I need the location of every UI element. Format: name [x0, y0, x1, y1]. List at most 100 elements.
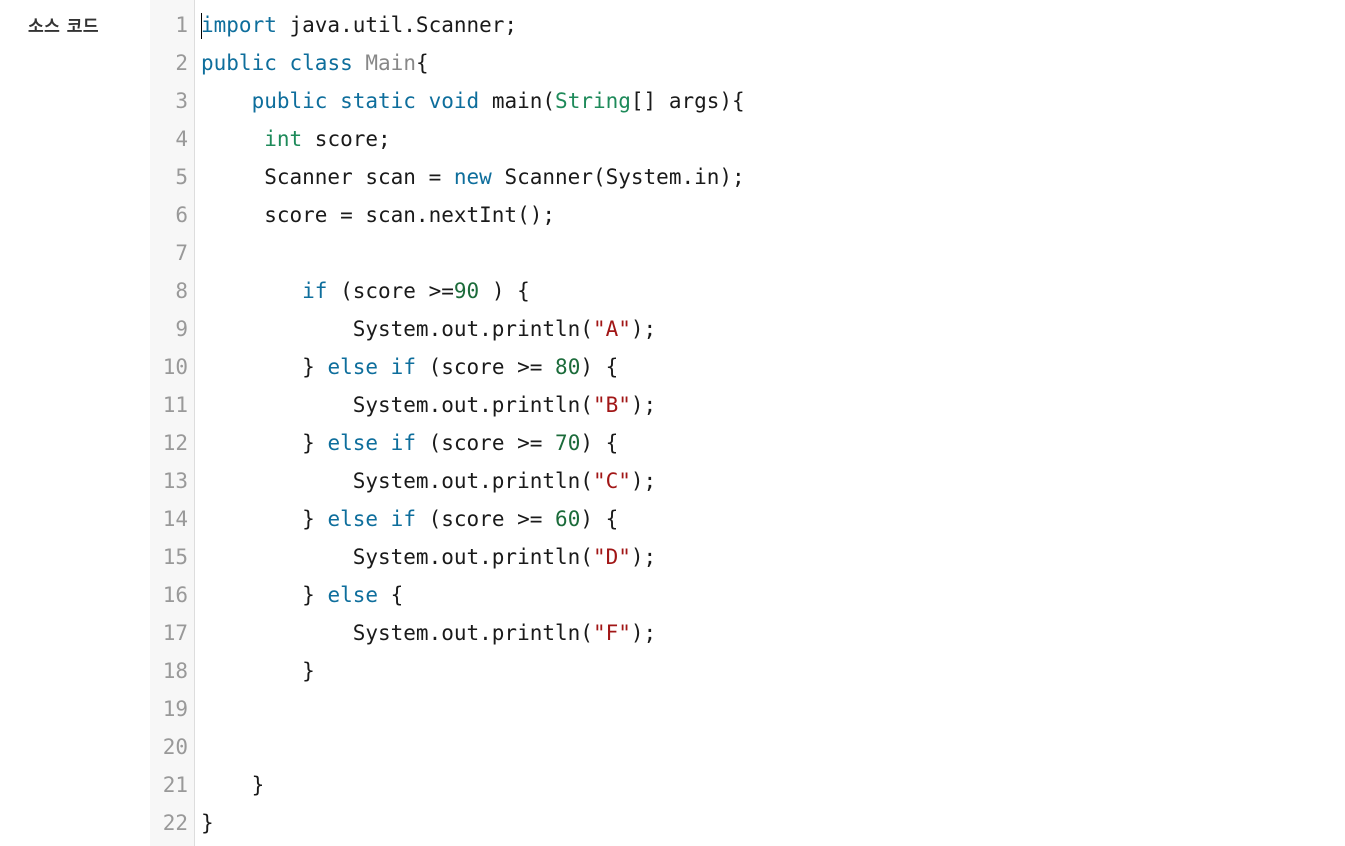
code-token: ) { — [580, 355, 619, 379]
section-label: 소스 코드 — [28, 17, 99, 37]
code-line[interactable]: 21 } — [150, 766, 1345, 804]
code-line[interactable]: 16 } else { — [150, 576, 1345, 614]
line-code[interactable]: } — [201, 652, 315, 690]
code-line[interactable]: 10 } else if (score >= 80) { — [150, 348, 1345, 386]
code-token: ); — [630, 545, 657, 569]
code-token: System.out.println( — [201, 469, 593, 493]
code-line[interactable]: 19 — [150, 690, 1345, 728]
line-code[interactable]: import java.util.Scanner; — [201, 6, 517, 44]
code-token — [277, 51, 290, 75]
code-line[interactable]: 2 public class Main{ — [150, 44, 1345, 82]
code-token: } — [201, 773, 265, 797]
line-code[interactable]: } — [201, 804, 214, 842]
code-token: } — [201, 811, 214, 835]
line-number: 22 — [162, 811, 188, 835]
line-code[interactable]: System.out.println("B"); — [201, 386, 656, 424]
line-number: 3 — [175, 89, 188, 113]
code-line[interactable]: 6 score = scan.nextInt(); — [150, 196, 1345, 234]
code-token — [201, 127, 264, 151]
line-code[interactable]: System.out.println("C"); — [201, 462, 656, 500]
code-token: public — [251, 89, 328, 113]
code-token: 60 — [555, 507, 581, 531]
line-code[interactable]: } — [201, 766, 265, 804]
code-token: } — [201, 431, 328, 455]
line-number: 9 — [175, 317, 188, 341]
code-line[interactable]: 20 — [150, 728, 1345, 766]
line-code[interactable]: public static void main(String[] args){ — [201, 82, 745, 120]
code-line[interactable]: 13 System.out.println("C"); — [150, 462, 1345, 500]
line-code[interactable]: } else { — [201, 576, 403, 614]
line-code[interactable]: Scanner scan = new Scanner(System.in); — [201, 158, 745, 196]
code-token: else — [327, 583, 379, 607]
code-token: [] args){ — [630, 89, 745, 113]
line-code[interactable]: System.out.println("F"); — [201, 614, 656, 652]
code-line[interactable]: 15 System.out.println("D"); — [150, 538, 1345, 576]
line-number: 13 — [162, 469, 188, 493]
code-line[interactable]: 12 } else if (score >= 70) { — [150, 424, 1345, 462]
line-number: 17 — [162, 621, 188, 645]
line-number: 2 — [175, 51, 188, 75]
code-token: 90 — [453, 279, 480, 303]
line-code[interactable]: int score; — [201, 120, 390, 158]
code-token: (score >= — [415, 355, 556, 379]
code-token: 80 — [555, 355, 581, 379]
code-token: ); — [630, 469, 657, 493]
code-token: ) { — [580, 507, 619, 531]
code-token — [378, 355, 391, 379]
code-token: } — [201, 659, 315, 683]
code-line[interactable]: 18 } — [150, 652, 1345, 690]
code-token: ); — [630, 393, 657, 417]
code-line[interactable]: 9 System.out.println("A"); — [150, 310, 1345, 348]
code-token: ); — [630, 317, 657, 341]
line-code[interactable]: } else if (score >= 80) { — [201, 348, 618, 386]
code-line[interactable]: 5 Scanner scan = new Scanner(System.in); — [150, 158, 1345, 196]
code-token: (score >= — [415, 431, 556, 455]
code-line[interactable]: 22} — [150, 804, 1345, 842]
code-token: else — [327, 355, 379, 379]
code-line[interactable]: 17 System.out.println("F"); — [150, 614, 1345, 652]
code-token — [327, 89, 340, 113]
code-line[interactable]: 3 public static void main(String[] args)… — [150, 82, 1345, 120]
line-code[interactable]: public class Main{ — [201, 44, 429, 82]
code-line[interactable]: 7 — [150, 234, 1345, 272]
line-code[interactable]: score = scan.nextInt(); — [201, 196, 555, 234]
code-token: if — [302, 279, 328, 303]
code-token: import — [201, 13, 277, 37]
code-token: if — [390, 355, 416, 379]
line-code[interactable]: } else if (score >= 60) { — [201, 500, 618, 538]
code-token: } — [201, 355, 328, 379]
line-code[interactable]: if (score >=90 ) { — [201, 272, 530, 310]
code-token: else — [327, 507, 379, 531]
code-token: "B" — [592, 393, 631, 417]
code-token: Main — [365, 51, 416, 75]
line-number: 6 — [175, 203, 188, 227]
code-line[interactable]: 4 int score; — [150, 120, 1345, 158]
code-token: int — [264, 127, 303, 151]
code-token: "C" — [592, 469, 631, 493]
code-token: Scanner(System.in); — [491, 165, 745, 189]
code-token: void — [428, 89, 480, 113]
code-line[interactable]: 8 if (score >=90 ) { — [150, 272, 1345, 310]
code-token: System.out.println( — [201, 621, 593, 645]
line-code[interactable]: System.out.println("A"); — [201, 310, 656, 348]
code-token: else — [327, 431, 379, 455]
line-code[interactable]: System.out.println("D"); — [201, 538, 656, 576]
code-token — [201, 89, 252, 113]
line-number: 12 — [162, 431, 188, 455]
line-number: 8 — [175, 279, 188, 303]
code-token: 70 — [555, 431, 581, 455]
code-token: class — [289, 51, 353, 75]
code-line[interactable]: 11 System.out.println("B"); — [150, 386, 1345, 424]
line-number: 11 — [162, 393, 188, 417]
code-token: { — [378, 583, 404, 607]
code-line[interactable]: 14 } else if (score >= 60) { — [150, 500, 1345, 538]
code-token: if — [390, 431, 416, 455]
line-number: 19 — [162, 697, 188, 721]
code-token: java.util.Scanner; — [276, 13, 518, 37]
code-token: Scanner scan = — [201, 165, 454, 189]
line-number: 4 — [175, 127, 188, 151]
line-code[interactable]: } else if (score >= 70) { — [201, 424, 618, 462]
